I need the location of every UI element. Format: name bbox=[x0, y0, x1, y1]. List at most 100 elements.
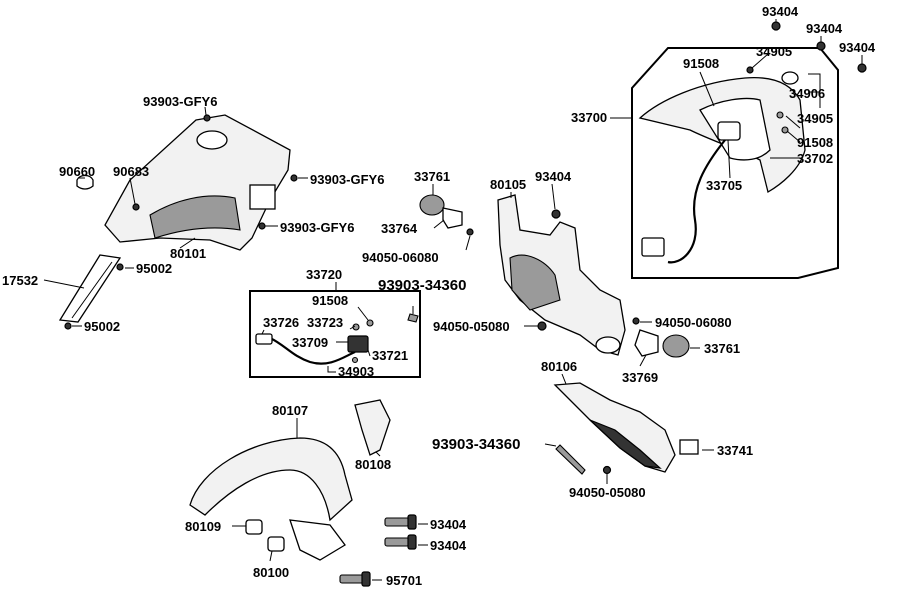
spacer-80100 bbox=[267, 536, 285, 552]
label-33709: 33709 bbox=[292, 335, 328, 350]
clip-90683 bbox=[132, 203, 140, 211]
screw-93404-d bbox=[551, 209, 561, 219]
bolt-93404-e bbox=[384, 514, 417, 530]
tail-light-kit-frame bbox=[631, 47, 839, 279]
label-94050-05080-b: 94050-05080 bbox=[569, 485, 646, 500]
label-95002-a: 95002 bbox=[136, 261, 172, 276]
label-91508-b: 91508 bbox=[797, 135, 833, 150]
label-80107: 80107 bbox=[272, 403, 308, 418]
license-lamp-socket-33721 bbox=[347, 335, 369, 353]
front-fender-80107 bbox=[189, 437, 353, 522]
screw-93903-gfy6-b bbox=[290, 174, 298, 182]
label-93903-gfy6-b: 93903-GFY6 bbox=[310, 172, 384, 187]
rear-fender-underside bbox=[589, 419, 662, 469]
bulb-34906 bbox=[781, 71, 799, 85]
label-93903-gfy6-a: 93903-GFY6 bbox=[143, 94, 217, 109]
label-33741: 33741 bbox=[717, 443, 753, 458]
label-93404-b: 93404 bbox=[806, 21, 843, 36]
label-80106: 80106 bbox=[541, 359, 577, 374]
label-34905-b: 34905 bbox=[797, 111, 833, 126]
label-80108: 80108 bbox=[355, 457, 391, 472]
license-light-kit-frame bbox=[249, 290, 421, 378]
screw-95002-b bbox=[64, 322, 72, 330]
label-34903: 34903 bbox=[338, 364, 374, 379]
tail-light-connector bbox=[641, 237, 665, 257]
strip-17532 bbox=[58, 254, 122, 323]
label-80109: 80109 bbox=[185, 519, 221, 534]
bolt-94050-05080-b bbox=[602, 465, 612, 475]
label-33700: 33700 bbox=[571, 110, 607, 125]
label-80105: 80105 bbox=[490, 177, 526, 192]
label-95002-b: 95002 bbox=[84, 319, 120, 334]
screw-93903-gfy6-a bbox=[203, 114, 211, 122]
screw-93903-34360-a bbox=[407, 313, 419, 323]
screw-95002-a bbox=[116, 263, 124, 271]
reflector-bracket-33764 bbox=[442, 207, 463, 229]
cover-opening bbox=[196, 130, 228, 150]
label-93404-d: 93404 bbox=[535, 169, 572, 184]
reflector-bracket-33769 bbox=[634, 329, 659, 357]
spacer-80109 bbox=[245, 519, 263, 535]
label-94050-05080-a: 94050-05080 bbox=[433, 319, 510, 334]
tail-light-wire bbox=[667, 139, 726, 264]
bracket-reflector-mount bbox=[595, 336, 621, 354]
bolt-94050-05080-a bbox=[537, 321, 547, 331]
label-33702: 33702 bbox=[797, 151, 833, 166]
label-33761-a: 33761 bbox=[414, 169, 450, 184]
reflector-33761-a bbox=[419, 194, 445, 216]
label-93903-gfy6-c: 93903-GFY6 bbox=[280, 220, 354, 235]
front-fender-bracket bbox=[289, 519, 346, 561]
label-91508-a: 91508 bbox=[683, 56, 719, 71]
label-94050-06080-a: 94050-06080 bbox=[362, 250, 439, 265]
front-fender-group bbox=[189, 399, 428, 587]
socket-33705 bbox=[717, 121, 741, 141]
bulb-socket-34905-b bbox=[776, 111, 784, 119]
reflector-33761-b bbox=[662, 334, 690, 358]
label-80100: 80100 bbox=[253, 565, 289, 580]
label-17532: 17532 bbox=[2, 273, 38, 288]
label-33761-b: 33761 bbox=[704, 341, 740, 356]
bolt-95701 bbox=[339, 571, 371, 587]
label-90660: 90660 bbox=[59, 164, 95, 179]
connector-33726 bbox=[255, 333, 273, 345]
label-93404-f: 93404 bbox=[430, 538, 467, 553]
label-93404-e: 93404 bbox=[430, 517, 467, 532]
label-93903-34360-a: 93903-34360 bbox=[378, 277, 466, 294]
license-light-group bbox=[249, 282, 421, 378]
label-33726: 33726 bbox=[263, 315, 299, 330]
bolt-93404-f bbox=[384, 534, 417, 550]
reflector-sticker-33741 bbox=[679, 439, 699, 455]
label-34906: 34906 bbox=[789, 86, 825, 101]
bulb-socket-34905 bbox=[746, 66, 754, 74]
label-93404-a: 93404 bbox=[762, 4, 799, 19]
bracket-80108 bbox=[354, 399, 391, 456]
screw-91508-c bbox=[366, 319, 374, 327]
bolt-94050-06080-a bbox=[466, 228, 474, 236]
label-33721: 33721 bbox=[372, 348, 408, 363]
label-33720: 33720 bbox=[306, 267, 342, 282]
label-91508-c: 91508 bbox=[312, 293, 348, 308]
label-93404-c: 93404 bbox=[839, 40, 876, 55]
inner-cover-group bbox=[43, 106, 308, 330]
screw-91508-b bbox=[781, 126, 789, 134]
inner-cover-80101 bbox=[104, 114, 291, 251]
clip-90660 bbox=[76, 174, 94, 190]
bulb-34903 bbox=[351, 356, 359, 364]
label-33723: 33723 bbox=[307, 315, 343, 330]
label-95701: 95701 bbox=[386, 573, 422, 588]
label-93903-34360-b: 93903-34360 bbox=[432, 436, 520, 453]
label-33769: 33769 bbox=[622, 370, 658, 385]
label-94050-06080-b: 94050-06080 bbox=[655, 315, 732, 330]
rear-bracket-group bbox=[419, 183, 700, 367]
tail-light-group bbox=[610, 19, 867, 279]
label-33705: 33705 bbox=[706, 178, 742, 193]
label-80101: 80101 bbox=[170, 246, 206, 261]
part-labels: 93404 93404 93404 34905 91508 34906 3490… bbox=[2, 4, 876, 588]
label-90683: 90683 bbox=[113, 164, 149, 179]
rear-fender-group bbox=[544, 373, 714, 484]
license-light-wire bbox=[269, 337, 356, 365]
cover-inner-panel bbox=[149, 195, 241, 239]
bolt-94050-06080-b bbox=[632, 317, 640, 325]
